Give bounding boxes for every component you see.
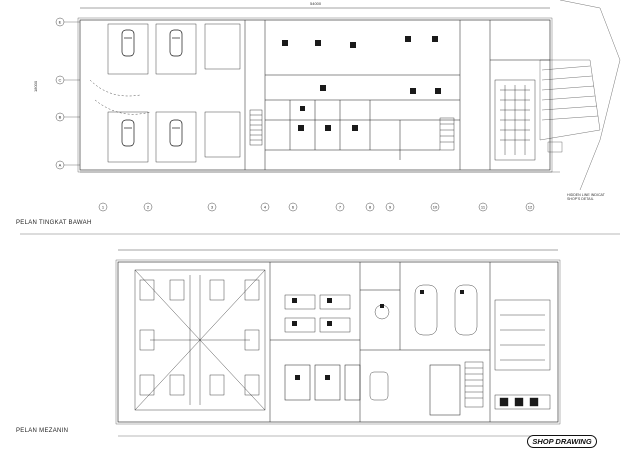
grid-column-markers: [80, 171, 560, 212]
grid-row-label: C: [59, 78, 62, 83]
mezzanine-title-block: PELAN MEZANIN: [16, 428, 68, 434]
grid-col-label: 10: [433, 205, 438, 210]
grid-row-markers: [55, 17, 80, 170]
plan-title: PELAN MEZANIN: [16, 428, 69, 434]
workstations: [292, 290, 464, 380]
plant-room: [494, 299, 551, 410]
equipment-units: [282, 36, 441, 131]
plan-title: PELAN TINGKAT BAWAH: [16, 220, 92, 226]
car-icons: [121, 29, 183, 147]
grid-row-label: B: [59, 115, 62, 120]
grid-col-label: 3: [211, 205, 214, 210]
ground-floor-title-block: PELAN TINGKAT BAWAH: [16, 220, 92, 226]
grid-row-label: A: [59, 163, 62, 168]
grid-labels: 1 2 3 4 6 7 8 9 10 11 12 E C B A: [59, 20, 533, 210]
grid-col-label: 9: [389, 205, 392, 210]
grid-col-label: 7: [339, 205, 342, 210]
mezzanine-plan: [115, 249, 561, 437]
grid-col-label: 2: [147, 205, 150, 210]
ground-floor-plan: [55, 0, 621, 212]
internal-walls: [244, 20, 550, 170]
grid-col-label: 11: [481, 205, 486, 210]
landscape-hatch: [539, 0, 621, 191]
staircase-icon: [249, 109, 455, 151]
parking-area: [107, 23, 241, 163]
grid-col-label: 4: [264, 205, 267, 210]
mechanical-room: [494, 79, 536, 161]
grid-col-label: 1: [102, 205, 105, 210]
shop-drawing-stamp: SHOP DRAWING: [527, 435, 597, 448]
left-dimension: 18000: [33, 80, 38, 92]
grid-col-label: 6: [292, 205, 295, 210]
staircase-icon: [464, 361, 484, 408]
mechanical-units: [139, 275, 260, 405]
top-dimension: 54000: [310, 1, 322, 6]
office-walls: [269, 262, 491, 422]
grid-col-label: 8: [369, 205, 372, 210]
grid-row-label: E: [59, 20, 62, 25]
grid-col-label: 12: [528, 205, 533, 210]
furniture: [284, 284, 478, 401]
hidden-line-note: HIDDEN LINE INDICAT SHOP'S DETAIL: [567, 193, 605, 201]
